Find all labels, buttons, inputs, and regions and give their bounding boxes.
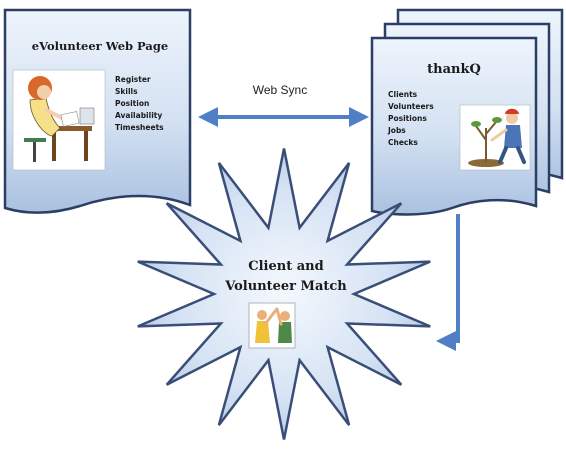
evolunteer-document: eVolunteer Web Page — [3, 8, 192, 214]
thankq-title: thankQ — [427, 62, 481, 77]
thankq-item-volunteers: Volunteers — [388, 102, 434, 111]
thankq-item-checks: Checks — [388, 138, 418, 147]
evolunteer-item-position: Position — [115, 99, 149, 108]
evolunteer-item-skills: Skills — [115, 87, 138, 96]
evolunteer-title: eVolunteer Web Page — [32, 39, 168, 53]
starburst-shape — [137, 148, 431, 440]
thankq-item-positions: Positions — [388, 114, 427, 123]
web-sync-label: Web Sync — [253, 83, 307, 97]
thankq-item-clients: Clients — [388, 90, 418, 99]
volunteer-at-desk-image — [12, 69, 106, 171]
thankq-document-stack: thankQ Clients Volunteers Positions Jobs… — [370, 8, 564, 216]
match-line-1: Client and — [248, 259, 323, 274]
evolunteer-item-availability: Availability — [115, 111, 162, 120]
evolunteer-item-timesheets: Timesheets — [115, 123, 164, 132]
match-line-2: Volunteer Match — [224, 279, 347, 294]
thankq-item-jobs: Jobs — [387, 126, 406, 135]
evolunteer-item-register: Register — [115, 75, 151, 84]
web-sync-connector: Web Sync — [198, 83, 369, 127]
match-starburst: Client and Volunteer Match — [137, 148, 431, 440]
high-five-image — [248, 302, 296, 349]
gardener-image — [459, 104, 531, 171]
thankq-to-match-connector — [436, 214, 460, 351]
